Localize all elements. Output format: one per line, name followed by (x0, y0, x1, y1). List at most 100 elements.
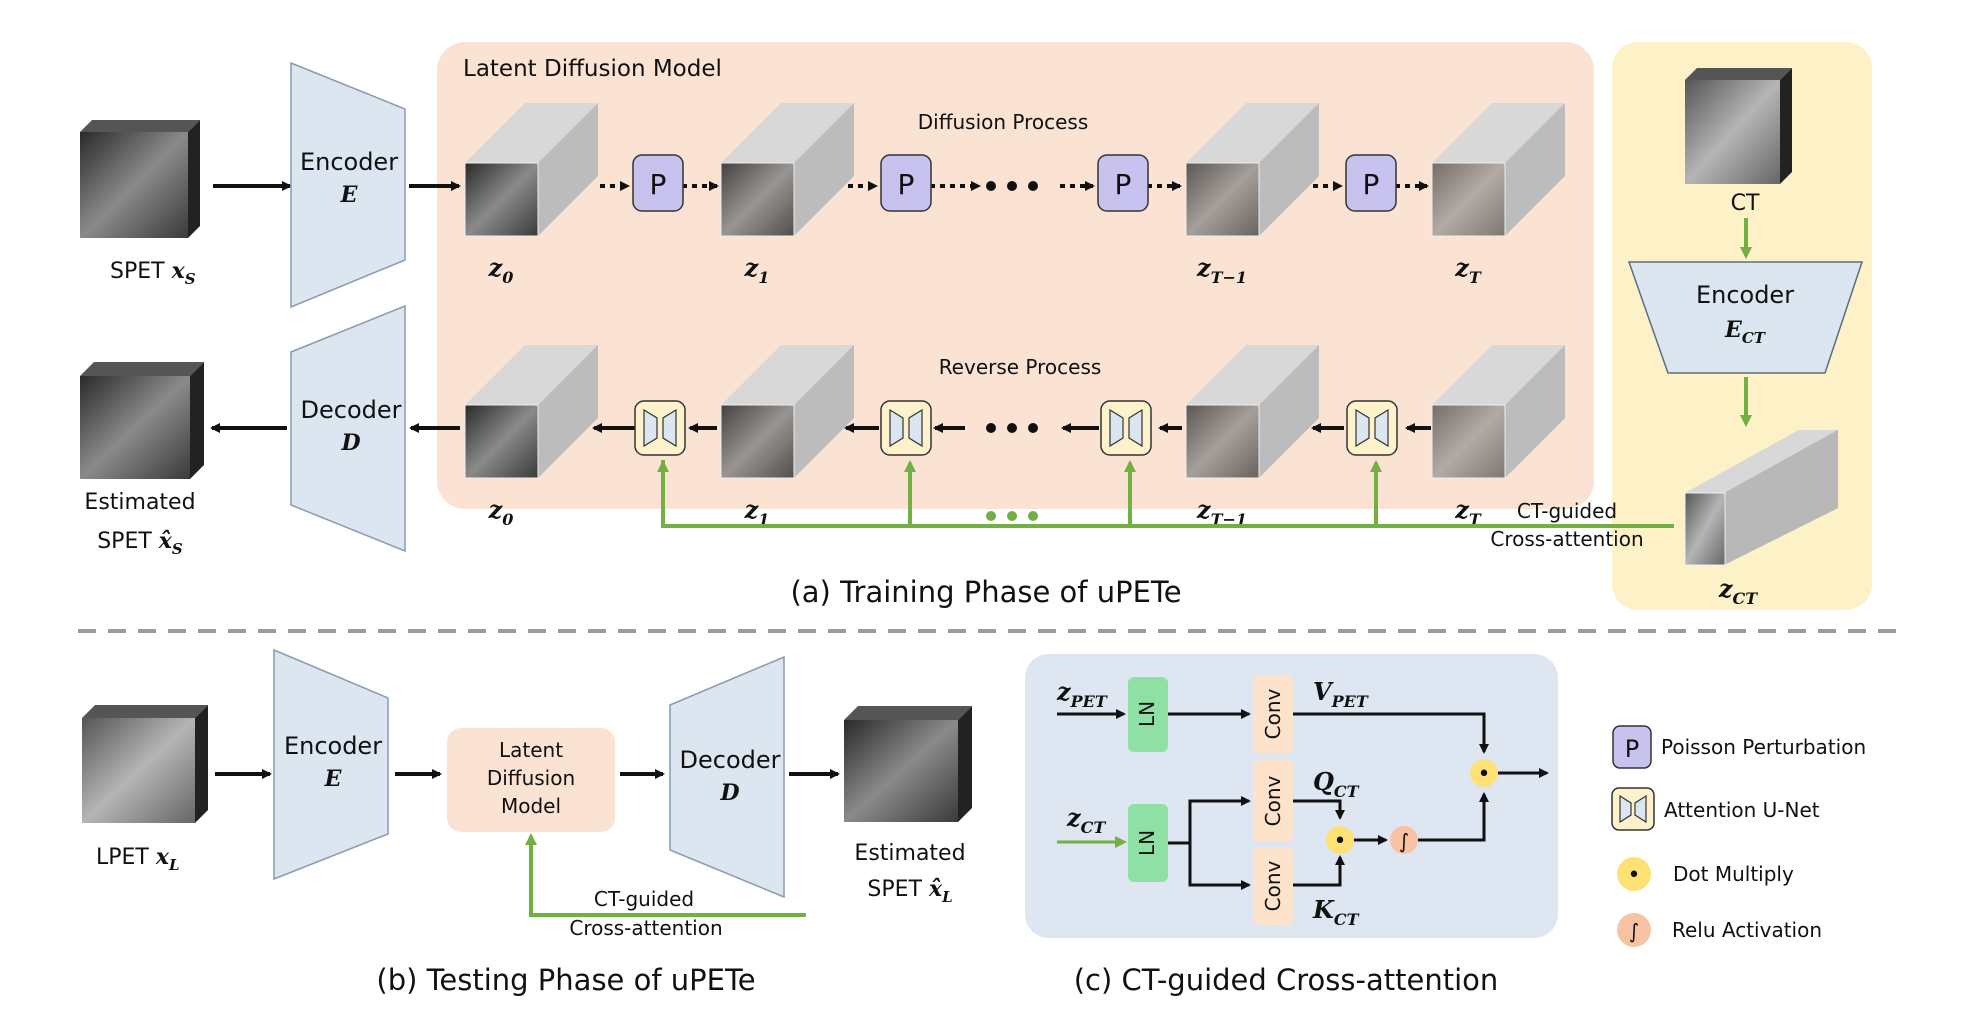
z-label: zT−1 (1196, 253, 1247, 287)
legend-p-symbol: P (1625, 735, 1639, 763)
p-box (1097, 154, 1149, 212)
relu-symbol: ∫ (1399, 829, 1409, 853)
diffusion-process-label: Diffusion Process (918, 110, 1089, 134)
q-ct-label: QCT (1313, 767, 1360, 801)
output-label-2: SPET x̂S (97, 528, 183, 558)
test-crossattn-label-1: CT-guided (594, 887, 694, 911)
legend-relu-label: Relu Activation (1672, 918, 1822, 942)
unet-box (1100, 400, 1152, 456)
z-ct-label: zCT (1718, 574, 1758, 608)
cross-attention-caption: (c) CT-guided Cross-attention (1074, 963, 1499, 997)
unet-box (880, 400, 932, 456)
crossattn-ellipsis (986, 511, 1038, 521)
test-ldm-line3: Model (501, 794, 561, 818)
unet-box (634, 400, 686, 456)
p-label: P (1363, 168, 1380, 201)
unet-box (1346, 400, 1398, 456)
encoder-e-var: E (340, 182, 359, 208)
spet-output-image (80, 362, 204, 479)
conv-box-q (1253, 760, 1293, 842)
conv-box-k (1253, 847, 1293, 925)
legend-poisson-label: Poisson Perturbation (1661, 735, 1866, 759)
latent-cube: zT−1 (1185, 103, 1319, 287)
z-pet-label: zPET (1056, 677, 1108, 711)
spet-input-label: SPET xS (110, 258, 196, 288)
decoder-d-block (290, 304, 406, 553)
ln-ct-branches (1168, 796, 1251, 890)
legend-p-box (1612, 725, 1652, 769)
test-output-label-1: Estimated (854, 841, 965, 866)
k-ct-label: KCT (1312, 895, 1360, 929)
decoder-d-label: Decoder (301, 396, 402, 424)
latent-cube: zT (1431, 103, 1565, 287)
ln-box-ct (1128, 804, 1168, 882)
testing-caption: (b) Testing Phase of uPETe (376, 963, 755, 997)
test-ldm-line1: Latent (499, 738, 563, 762)
line-v-to-dot (1293, 712, 1489, 754)
dot-multiply-out (1470, 759, 1498, 787)
p-label: P (898, 168, 915, 201)
ct-encoder-block (1627, 261, 1864, 374)
conv-box-v (1253, 675, 1293, 753)
crossattn-label-2: Cross-attention (1490, 527, 1643, 551)
z-label: z1 (744, 253, 770, 287)
spet-input-image (80, 120, 200, 238)
unet-steps (592, 400, 1431, 456)
z-label: zT (1454, 253, 1482, 287)
test-ldm-line2: Diffusion (487, 766, 575, 790)
reverse-process-label: Reverse Process (939, 355, 1102, 379)
conv-label-k: Conv (1261, 860, 1285, 911)
test-crossattn-line (525, 833, 806, 917)
ct-encoder-var: ECT (1724, 317, 1767, 347)
p-box (880, 154, 932, 212)
latent-cube: z1 (720, 345, 854, 529)
legend-dot-symbol: • (1628, 863, 1641, 888)
crossattn-label-1: CT-guided (1517, 499, 1617, 523)
ct-label: CT (1731, 191, 1760, 216)
line-relu-to-out (1418, 792, 1489, 842)
latent-cube: zT (1431, 345, 1565, 529)
z-label: z1 (744, 495, 770, 529)
z-label: z0 (488, 495, 514, 529)
p-label: P (650, 168, 667, 201)
test-decoder-var: D (719, 780, 739, 806)
lpet-input-label: LPET xL (96, 844, 180, 874)
legend-relu-symbol: ∫ (1629, 919, 1639, 943)
line-q-to-dot (1293, 799, 1345, 820)
training-caption: (a) Training Phase of uPETe (790, 575, 1181, 609)
cross-attention-lines (657, 460, 1674, 528)
test-encoder-label: Encoder (284, 732, 382, 760)
z-label: z0 (488, 253, 514, 287)
test-output-image (844, 706, 972, 822)
test-ldm-box (447, 728, 615, 832)
encoder-e-label: Encoder (300, 148, 398, 176)
encoder-e-block (290, 61, 406, 309)
latent-cube: z1 (720, 103, 854, 287)
test-decoder-block (669, 655, 785, 899)
dot-out-symbol: • (1478, 762, 1491, 787)
dot-multiply-qk (1326, 826, 1354, 854)
test-crossattn-label-2: Cross-attention (569, 916, 722, 940)
output-label-1: Estimated (84, 490, 195, 515)
latent-cube: z0 (464, 103, 598, 287)
p-box (632, 154, 684, 212)
test-encoder-block (273, 648, 389, 881)
p-label: P (1115, 168, 1132, 201)
reverse-ellipsis (986, 423, 1038, 433)
line-k-to-dot (1293, 855, 1345, 887)
legend-dot-circle (1617, 857, 1651, 891)
dot-qk-symbol: • (1334, 829, 1347, 854)
latent-cube: z0 (464, 345, 598, 529)
z-ct-input-label: zCT (1066, 803, 1106, 837)
legend-relu-circle (1617, 913, 1651, 947)
legend-unet-label: Attention U-Net (1664, 798, 1820, 822)
test-output-label-2: SPET x̂L (867, 876, 952, 906)
decoder-d-var: D (340, 430, 360, 456)
ct-image (1685, 68, 1792, 184)
p-box (1345, 154, 1397, 212)
legend-unet-icon (1611, 787, 1655, 831)
z-ct-cube (1684, 430, 1838, 566)
